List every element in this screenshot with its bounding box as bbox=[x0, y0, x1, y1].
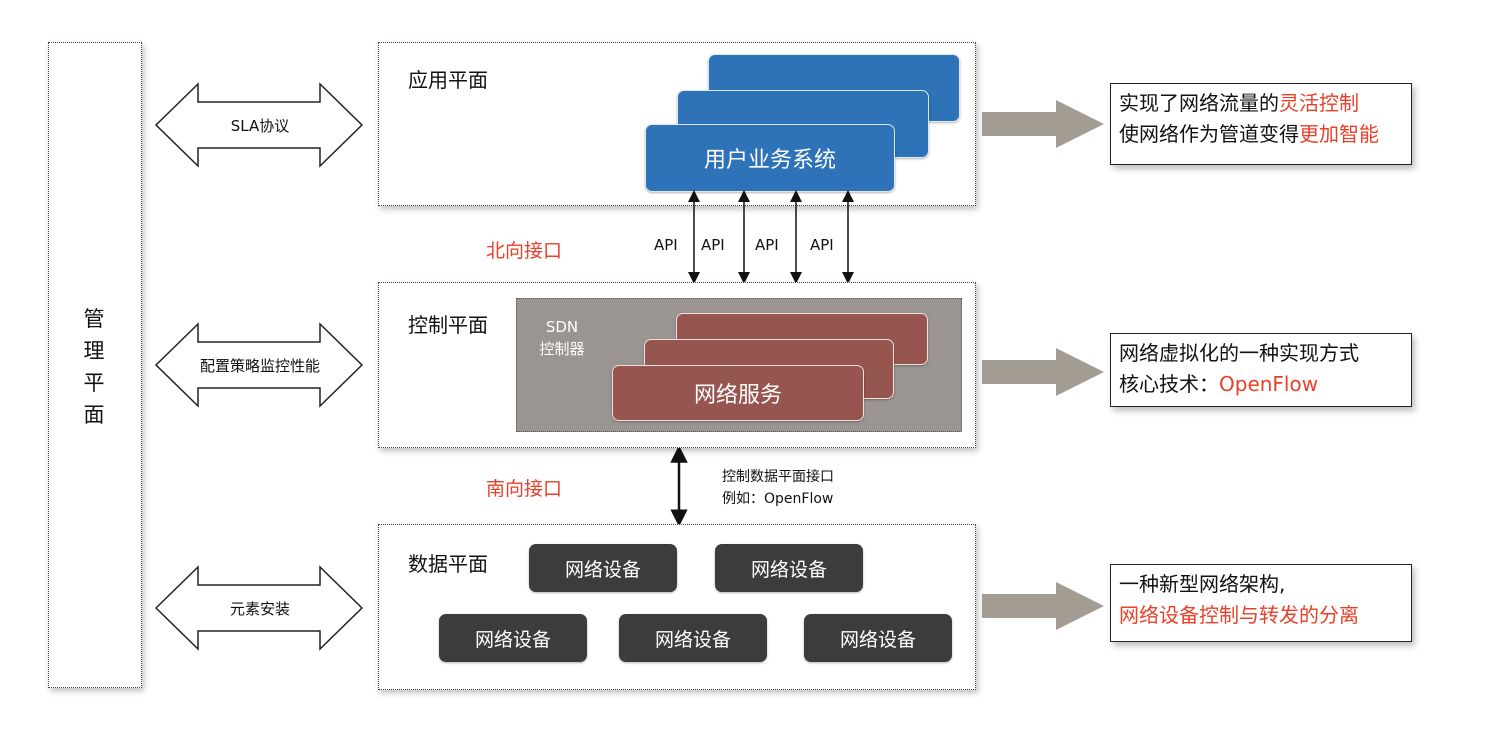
data-info-highlight: 网络设备控制与转发的分离 bbox=[1119, 603, 1359, 627]
config-arrow-label: 配置策略监控性能 bbox=[199, 357, 320, 375]
data-plane bbox=[378, 524, 976, 690]
app-info-arrow bbox=[982, 100, 1104, 148]
sdn-controller-label: SDN 控制器 bbox=[539, 318, 585, 358]
data-info-box: 一种新型网络架构, 网络设备控制与转发的分离 bbox=[1110, 564, 1412, 642]
app-card-label: 用户业务系统 bbox=[703, 148, 836, 173]
app-info-highlight2: 更加智能 bbox=[1299, 122, 1379, 146]
network-device-1: 网络设备 bbox=[529, 544, 677, 592]
southbound-interface-label: 南向接口 bbox=[486, 478, 563, 500]
app-card-front: 用户业务系统 bbox=[645, 124, 895, 192]
management-plane-label: 管 理 平 面 bbox=[83, 307, 107, 427]
control-info-line1: 网络虚拟化的一种实现方式 bbox=[1119, 341, 1359, 365]
install-arrow-label: 元素安装 bbox=[229, 600, 290, 618]
control-info-box: 网络虚拟化的一种实现方式 核心技术：OpenFlow bbox=[1110, 333, 1412, 407]
southbound-arrow bbox=[670, 448, 688, 526]
data-plane-label: 数据平面 bbox=[408, 552, 488, 576]
control-info-arrow bbox=[982, 348, 1104, 396]
service-card-front: 网络服务 bbox=[612, 365, 864, 421]
app-info-line2: 使网络作为管道变得 bbox=[1119, 122, 1299, 146]
northbound-interface-label: 北向接口 bbox=[486, 240, 563, 262]
network-device-4: 网络设备 bbox=[619, 614, 767, 662]
service-card-label: 网络服务 bbox=[693, 383, 782, 408]
api-label-2: API bbox=[701, 236, 725, 254]
sla-arrow-label: SLA协议 bbox=[230, 117, 290, 135]
southbound-note: 控制数据平面接口 例如：OpenFlow bbox=[722, 469, 834, 507]
sla-arrow bbox=[154, 82, 364, 168]
network-device-2: 网络设备 bbox=[715, 544, 863, 592]
control-plane-label: 控制平面 bbox=[408, 313, 488, 337]
network-device-3: 网络设备 bbox=[439, 614, 587, 662]
control-info-highlight: OpenFlow bbox=[1219, 372, 1319, 396]
data-info-line1: 一种新型网络架构, bbox=[1119, 572, 1286, 596]
api-label-4: API bbox=[810, 236, 834, 254]
app-info-highlight1: 灵活控制 bbox=[1279, 91, 1359, 115]
install-arrow bbox=[154, 565, 364, 651]
config-arrow bbox=[154, 322, 364, 408]
api-label-1: API bbox=[654, 236, 678, 254]
management-plane: 管 理 平 面 bbox=[48, 42, 142, 688]
application-plane-label: 应用平面 bbox=[408, 68, 488, 92]
network-device-5: 网络设备 bbox=[804, 614, 952, 662]
northbound-api-arrows bbox=[688, 190, 854, 284]
app-info-box: 实现了网络流量的灵活控制 使网络作为管道变得更加智能 bbox=[1110, 83, 1412, 165]
control-info-line2: 核心技术： bbox=[1119, 372, 1219, 396]
data-info-arrow bbox=[982, 582, 1104, 630]
app-info-line1: 实现了网络流量的 bbox=[1119, 91, 1279, 115]
api-label-3: API bbox=[755, 236, 779, 254]
